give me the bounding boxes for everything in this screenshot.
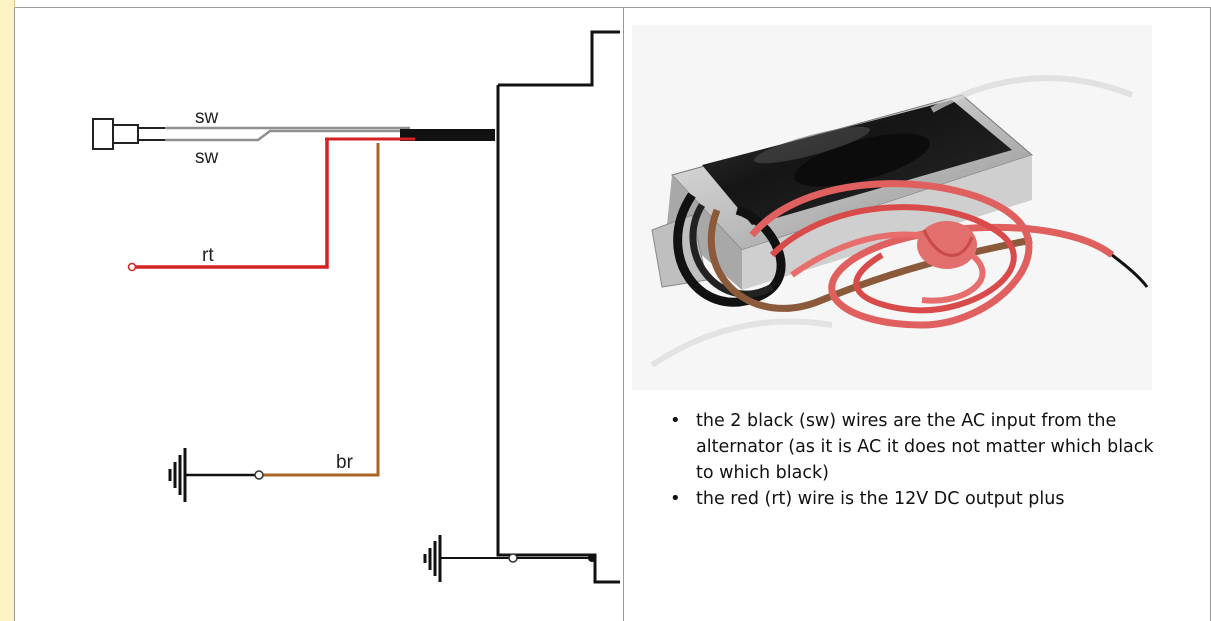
label-sw-top: sw: [195, 107, 219, 128]
label-rt: rt: [202, 245, 214, 266]
table-column-divider: [623, 8, 624, 621]
ground-symbol-frame-icon: [423, 535, 596, 582]
sw-wires: [165, 126, 410, 142]
brown-wire-br: [185, 143, 380, 480]
wire-notes-list: the 2 black (sw) wires are the AC input …: [650, 408, 1170, 512]
connector-plug-icon: [92, 118, 165, 150]
red-wire-rt: [127, 137, 415, 272]
label-sw-bottom: sw: [195, 147, 219, 168]
black-wire-bundle: [400, 30, 620, 584]
ground-symbol-icon: [168, 448, 187, 502]
regulator-module-photo: [632, 25, 1152, 390]
note-item-rt: the red (rt) wire is the 12V DC output p…: [650, 486, 1170, 512]
note-item-sw: the 2 black (sw) wires are the AC input …: [650, 408, 1170, 486]
label-br: br: [336, 452, 354, 473]
document-margin-gutter: [0, 0, 15, 621]
wiring-diagram: sw sw rt br: [92, 30, 620, 584]
table-top-border: [0, 0, 1211, 8]
